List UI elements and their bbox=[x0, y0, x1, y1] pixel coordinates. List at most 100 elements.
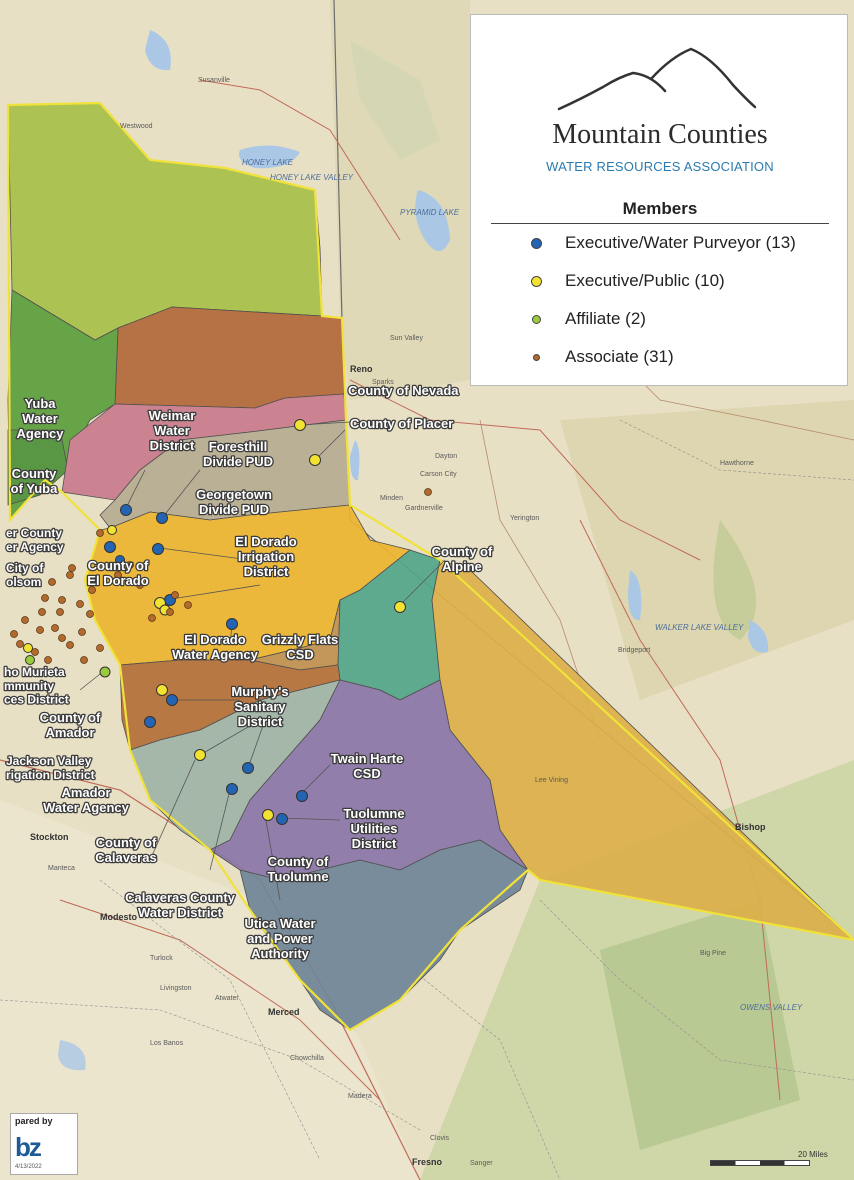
base-label: Yerington bbox=[510, 515, 539, 522]
base-label: Bishop bbox=[735, 822, 766, 832]
base-label: Manteca bbox=[48, 865, 75, 872]
marker-affiliate bbox=[99, 666, 111, 678]
label-county-of-placer: County of Placer bbox=[350, 416, 453, 431]
base-label: HONEY LAKE VALLEY bbox=[270, 173, 354, 182]
base-label: Turlock bbox=[150, 955, 173, 962]
marker-public bbox=[107, 525, 117, 535]
marker-water-purveyor bbox=[115, 555, 125, 565]
company-logo: bz bbox=[15, 1132, 42, 1162]
marker-water-purveyor bbox=[242, 762, 254, 774]
marker-associate bbox=[58, 596, 66, 604]
marker-associate bbox=[171, 591, 179, 599]
scale-label: 20 Miles bbox=[798, 1150, 828, 1159]
marker-associate bbox=[78, 628, 86, 636]
marker-water-purveyor bbox=[144, 716, 156, 728]
associate-markers bbox=[10, 488, 432, 664]
base-label: Modesto bbox=[100, 912, 138, 922]
label-county-of-nevada: County of Nevada bbox=[348, 383, 459, 398]
base-label: Susanville bbox=[198, 77, 230, 84]
legend-item-label: Executive/Water Purveyor (13) bbox=[565, 233, 796, 252]
base-label: Lodi bbox=[55, 775, 69, 782]
marker-associate bbox=[148, 614, 156, 622]
base-label: Bridgeport bbox=[618, 647, 650, 654]
marker-public bbox=[262, 809, 274, 821]
legend-item-affiliate: Affiliate (2) bbox=[532, 309, 646, 329]
marker-associate bbox=[51, 624, 59, 632]
legend-box: Mountain Counties WATER RESOURCES ASSOCI… bbox=[470, 14, 848, 386]
legend-header: Members bbox=[622, 199, 698, 218]
marker-associate bbox=[96, 529, 104, 537]
legend-item-public: Executive/Public (10) bbox=[531, 271, 725, 291]
marker-associate bbox=[66, 571, 74, 579]
marker-associate bbox=[48, 578, 56, 586]
marker-public bbox=[394, 601, 406, 613]
marker-public bbox=[156, 684, 168, 696]
marker-associate bbox=[76, 600, 84, 608]
yellow-dot-icon bbox=[531, 276, 542, 287]
marker-affiliate bbox=[25, 655, 35, 665]
base-label: Big Pine bbox=[700, 950, 726, 957]
mountain-logo-icon bbox=[557, 47, 757, 111]
marker-public bbox=[309, 454, 321, 466]
base-label: Atwater bbox=[215, 995, 239, 1002]
marker-associate bbox=[114, 571, 122, 579]
marker-associate bbox=[10, 630, 18, 638]
marker-water-purveyor bbox=[156, 512, 168, 524]
legend-item-label: Executive/Public (10) bbox=[565, 271, 725, 290]
base-label: Minden bbox=[380, 495, 403, 502]
marker-associate bbox=[68, 564, 76, 572]
marker-water-purveyor bbox=[120, 504, 132, 516]
marker-associate bbox=[184, 601, 192, 609]
prepared-by-text: pared by bbox=[15, 1116, 53, 1126]
marker-associate bbox=[38, 608, 46, 616]
base-label: Madera bbox=[348, 1093, 372, 1100]
green-dot-icon bbox=[532, 315, 541, 324]
legend-item-associate: Associate (31) bbox=[533, 347, 674, 367]
member-regions bbox=[7, 102, 854, 1031]
scale-bar bbox=[710, 1160, 810, 1166]
marker-associate bbox=[16, 640, 24, 648]
marker-associate bbox=[424, 488, 432, 496]
base-label: Dayton bbox=[435, 453, 457, 460]
base-label: PYRAMID LAKE bbox=[400, 208, 460, 217]
marker-public bbox=[23, 643, 33, 653]
prepared-by-badge: pared by bz 4/13/2022 bbox=[10, 1113, 78, 1175]
legend-item-label: Affiliate (2) bbox=[565, 309, 646, 328]
legend-divider bbox=[491, 223, 829, 224]
marker-associate bbox=[80, 656, 88, 664]
brown-dot-icon bbox=[533, 354, 540, 361]
marker-associate bbox=[166, 608, 174, 616]
marker-associate bbox=[21, 616, 29, 624]
marker-associate bbox=[41, 594, 49, 602]
base-label: Gardnerville bbox=[405, 505, 443, 512]
base-label: Stockton bbox=[30, 832, 69, 842]
legend-item-label: Associate (31) bbox=[565, 347, 674, 366]
leader-lines bbox=[79, 421, 446, 901]
marker-associate bbox=[58, 634, 66, 642]
marker-associate bbox=[126, 561, 134, 569]
base-label: Hawthorne bbox=[720, 460, 754, 467]
basemap-labels: Susanville Westwood HONEY LAKE HONEY LAK… bbox=[30, 77, 803, 1167]
base-label: Livingston bbox=[160, 985, 192, 992]
marker-water-purveyor bbox=[296, 790, 308, 802]
member-points bbox=[10, 419, 432, 825]
org-subtitle: WATER RESOURCES ASSOCIATION bbox=[546, 159, 774, 174]
base-label: OWENS VALLEY bbox=[740, 1003, 803, 1012]
blue-dot-icon bbox=[531, 238, 542, 249]
region-nevada bbox=[114, 306, 345, 409]
prepared-date: 4/13/2022 bbox=[15, 1164, 42, 1170]
base-label: Reno bbox=[350, 364, 373, 374]
marker-associate bbox=[66, 641, 74, 649]
base-label: Sanger bbox=[470, 1160, 493, 1167]
